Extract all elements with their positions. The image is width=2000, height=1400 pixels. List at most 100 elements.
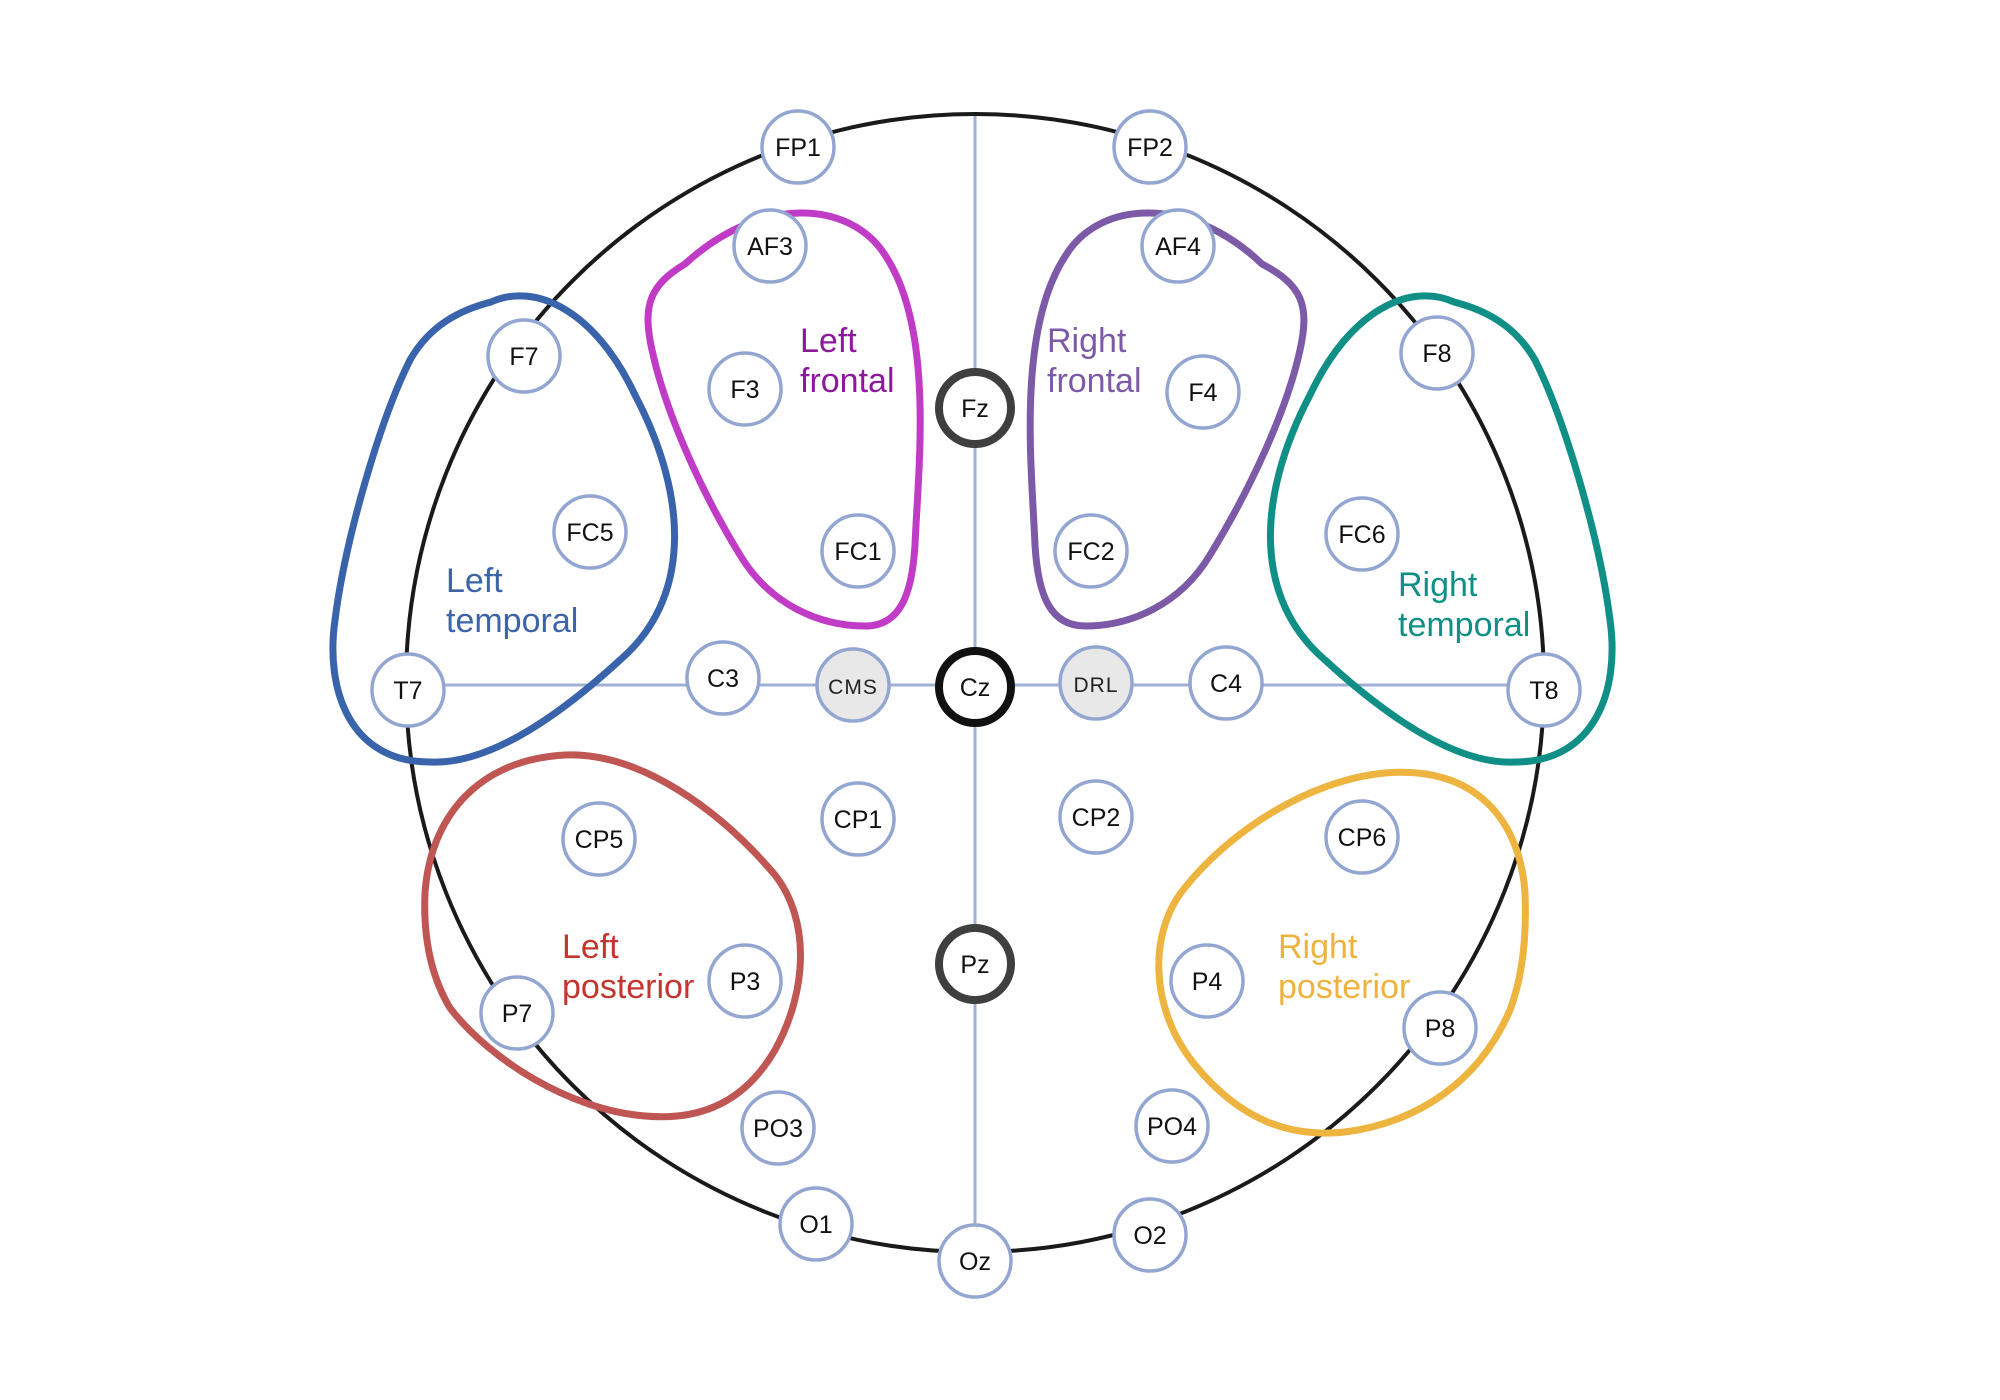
electrode-cms-label: CMS xyxy=(828,676,878,699)
electrode-drl-label: DRL xyxy=(1073,674,1118,697)
electrode-cms: CMS xyxy=(815,647,891,723)
electrode-p3: P3 xyxy=(707,943,783,1019)
electrode-fz: Fz xyxy=(935,368,1015,448)
electrode-fc5-circle xyxy=(552,494,628,570)
electrode-fp2-label: FP2 xyxy=(1127,134,1173,162)
electrode-drl-circle xyxy=(1058,645,1134,721)
electrode-p8-circle xyxy=(1402,990,1478,1066)
electrode-f3-label: F3 xyxy=(730,376,759,404)
electrode-fp1: FP1 xyxy=(760,109,836,185)
electrode-p7-circle xyxy=(479,975,555,1051)
electrode-fp1-label: FP1 xyxy=(775,134,821,162)
left-temporal-label-line-2: temporal xyxy=(446,602,578,640)
electrode-drl: DRL xyxy=(1058,645,1134,721)
region-outlines xyxy=(329,209,1616,1137)
electrode-o1-circle xyxy=(778,1186,854,1262)
electrode-fc2-circle xyxy=(1053,513,1129,589)
electrode-p8-label: P8 xyxy=(1425,1015,1456,1043)
electrode-fp2-circle xyxy=(1112,109,1188,185)
electrode-f4: F4 xyxy=(1165,354,1241,430)
electrode-c3: C3 xyxy=(685,640,761,716)
electrode-p7-label: P7 xyxy=(502,1000,533,1028)
right-frontal-label-line-2: frontal xyxy=(1047,362,1142,400)
electrode-cp5-circle xyxy=(561,801,637,877)
electrode-cp2-label: CP2 xyxy=(1072,804,1121,832)
left-posterior-label-line-1: Left xyxy=(562,928,619,966)
electrode-af3-label: AF3 xyxy=(747,233,793,261)
electrode-af3-circle xyxy=(732,208,808,284)
electrode-cp1-circle xyxy=(820,781,896,857)
electrode-pz-circle xyxy=(935,924,1015,1004)
region-labels: LeftfrontalRightfrontalLefttemporalRight… xyxy=(446,322,1530,1006)
electrode-fc5: FC5 xyxy=(552,494,628,570)
electrode-t8-label: T8 xyxy=(1529,677,1558,705)
electrode-cp5: CP5 xyxy=(561,801,637,877)
electrode-oz-label: Oz xyxy=(959,1248,991,1276)
electrode-cp1-label: CP1 xyxy=(834,806,883,834)
right-frontal-label-line-1: Right xyxy=(1047,322,1127,360)
electrode-fz-label: Fz xyxy=(961,395,989,423)
electrode-o1-label: O1 xyxy=(799,1211,832,1239)
electrode-po4: PO4 xyxy=(1134,1088,1210,1164)
electrode-f8-circle xyxy=(1399,315,1475,391)
electrode-t7-label: T7 xyxy=(393,677,422,705)
left-frontal-outline xyxy=(644,209,924,630)
right-posterior-outline xyxy=(1155,768,1529,1137)
electrode-oz: Oz xyxy=(937,1223,1013,1299)
right-posterior-label-line-1: Right xyxy=(1278,928,1358,966)
electrode-po3: PO3 xyxy=(740,1090,816,1166)
electrode-cz-label: Cz xyxy=(960,674,991,702)
electrode-t8: T8 xyxy=(1506,652,1582,728)
electrode-f8: F8 xyxy=(1399,315,1475,391)
electrode-cp6-circle xyxy=(1324,799,1400,875)
electrode-cp5-label: CP5 xyxy=(575,826,624,854)
electrode-o2-circle xyxy=(1112,1197,1188,1273)
electrode-f4-circle xyxy=(1165,354,1241,430)
electrode-fp2: FP2 xyxy=(1112,109,1188,185)
electrode-f7-label: F7 xyxy=(509,343,538,371)
electrode-o2: O2 xyxy=(1112,1197,1188,1273)
electrode-oz-circle xyxy=(937,1223,1013,1299)
electrode-fc2-label: FC2 xyxy=(1067,538,1114,566)
electrode-cz: Cz xyxy=(935,647,1015,727)
right-posterior-label-line-2: posterior xyxy=(1278,968,1410,1006)
electrode-af4: AF4 xyxy=(1140,208,1216,284)
right-temporal-label-line-2: temporal xyxy=(1398,606,1530,644)
electrode-p8: P8 xyxy=(1402,990,1478,1066)
electrode-po3-circle xyxy=(740,1090,816,1166)
electrode-fc6-label: FC6 xyxy=(1338,521,1385,549)
electrode-fc2: FC2 xyxy=(1053,513,1129,589)
electrode-o2-label: O2 xyxy=(1133,1222,1166,1250)
electrode-cp6: CP6 xyxy=(1324,799,1400,875)
electrode-af4-label: AF4 xyxy=(1155,233,1201,261)
electrode-f3-circle xyxy=(707,351,783,427)
electrode-fp1-circle xyxy=(760,109,836,185)
electrode-cz-circle xyxy=(935,647,1015,727)
electrode-fc1-circle xyxy=(820,513,896,589)
electrode-f7: F7 xyxy=(486,318,562,394)
electrode-p4-circle xyxy=(1169,943,1245,1019)
electrode-fc6: FC6 xyxy=(1324,496,1400,572)
electrode-f8-label: F8 xyxy=(1422,340,1451,368)
electrode-p4-label: P4 xyxy=(1192,968,1223,996)
electrode-c4-circle xyxy=(1188,645,1264,721)
electrode-f7-circle xyxy=(486,318,562,394)
electrode-cp2: CP2 xyxy=(1058,779,1134,855)
electrode-fc5-label: FC5 xyxy=(566,519,613,547)
electrode-fc6-circle xyxy=(1324,496,1400,572)
electrode-po3-label: PO3 xyxy=(753,1115,803,1143)
right-temporal-outline xyxy=(1267,292,1616,766)
electrode-po4-circle xyxy=(1134,1088,1210,1164)
electrode-o1: O1 xyxy=(778,1186,854,1262)
electrode-p3-label: P3 xyxy=(730,968,761,996)
electrode-p3-circle xyxy=(707,943,783,1019)
left-temporal-outline xyxy=(329,292,678,766)
left-frontal-label-line-1: Left xyxy=(800,322,857,360)
left-posterior-outline xyxy=(421,751,804,1121)
electrode-po4-label: PO4 xyxy=(1147,1113,1197,1141)
electrode-af4-circle xyxy=(1140,208,1216,284)
electrode-fc1-label: FC1 xyxy=(834,538,881,566)
electrode-t7-circle xyxy=(370,652,446,728)
left-temporal-label-line-1: Left xyxy=(446,562,503,600)
